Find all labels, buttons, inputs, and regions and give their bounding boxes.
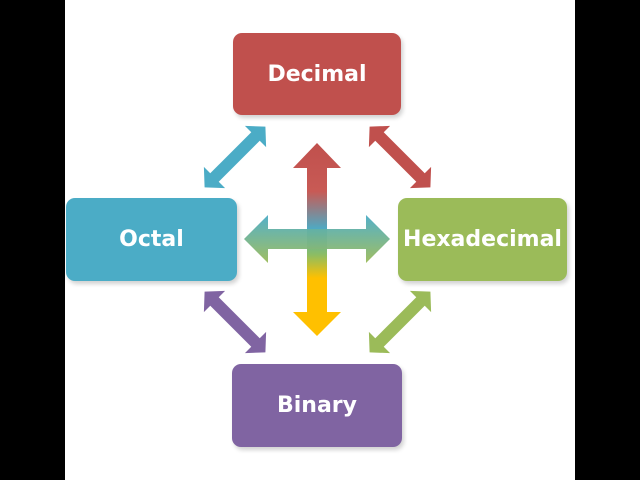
- hexadecimal-label: Hexadecimal: [403, 227, 562, 252]
- decimal-node: Decimal: [233, 33, 401, 115]
- binary-label: Binary: [276, 393, 357, 418]
- octal-binary-arrow: [203, 290, 267, 354]
- center-cross-horizontal-arrow: [244, 215, 390, 263]
- binary-hexadecimal-arrow: [368, 290, 432, 354]
- decimal-label: Decimal: [267, 61, 367, 87]
- octal-node: Octal: [66, 198, 237, 281]
- binary-node: Binary: [232, 364, 402, 447]
- center-cross-arrow: [244, 143, 390, 336]
- decimal-hexadecimal-arrow: [368, 125, 432, 189]
- hexadecimal-node: Hexadecimal: [398, 198, 567, 281]
- octal-label: Octal: [119, 227, 184, 252]
- octal-decimal-arrow: [203, 125, 267, 189]
